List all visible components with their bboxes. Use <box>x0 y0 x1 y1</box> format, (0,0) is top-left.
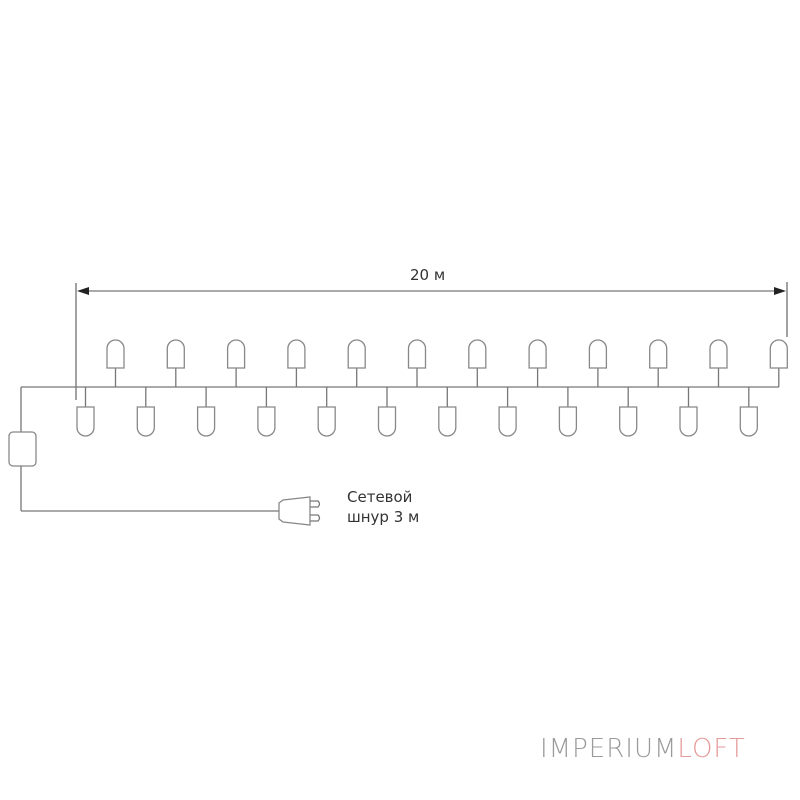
controller-box <box>8 431 37 467</box>
bulbs-group <box>76 339 788 437</box>
bulb-top-icon <box>769 339 788 369</box>
bulb-bottom-icon <box>438 406 457 437</box>
bulb-top-icon <box>106 339 125 369</box>
bulb-bottom-icon <box>679 406 698 437</box>
logo-part1: IMPERIUM <box>540 734 678 764</box>
cord-label-line2: шнур 3 м <box>347 508 420 526</box>
bulb-bottom-icon <box>739 406 758 437</box>
bulb-bottom-icon <box>619 406 638 437</box>
bulb-top-icon <box>347 339 366 369</box>
bulb-top-icon <box>226 339 246 369</box>
bulb-top-icon <box>588 339 608 369</box>
bulb-bottom-icon <box>558 406 578 437</box>
bulb-top-icon <box>166 339 185 369</box>
power-plug-icon <box>278 496 321 526</box>
bulb-bottom-icon <box>136 406 155 437</box>
logo-part2: LOFT <box>677 734 746 764</box>
bulb-bottom-icon <box>196 406 216 437</box>
bulb-top-icon <box>407 339 427 369</box>
arrow-left-icon <box>77 287 89 295</box>
bulb-top-icon <box>709 339 728 369</box>
bulb-bottom-icon <box>498 406 517 437</box>
cord-label-line1: Сетевой <box>347 488 413 506</box>
arrow-right-icon <box>774 287 786 295</box>
bulb-top-icon <box>287 339 306 369</box>
bulb-top-icon <box>468 339 487 369</box>
dimension-label: 20 м <box>410 266 446 284</box>
bulb-bottom-icon <box>317 406 336 437</box>
bulb-bottom-icon <box>76 406 95 437</box>
bulb-bottom-icon <box>377 406 397 437</box>
cord-label: Сетевой шнур 3 м <box>347 487 419 527</box>
bulb-top-icon <box>649 339 668 369</box>
bulb-bottom-icon <box>257 406 276 437</box>
bulb-top-icon <box>528 339 547 369</box>
brand-logo: IMPERIUMLOFT <box>540 734 746 764</box>
